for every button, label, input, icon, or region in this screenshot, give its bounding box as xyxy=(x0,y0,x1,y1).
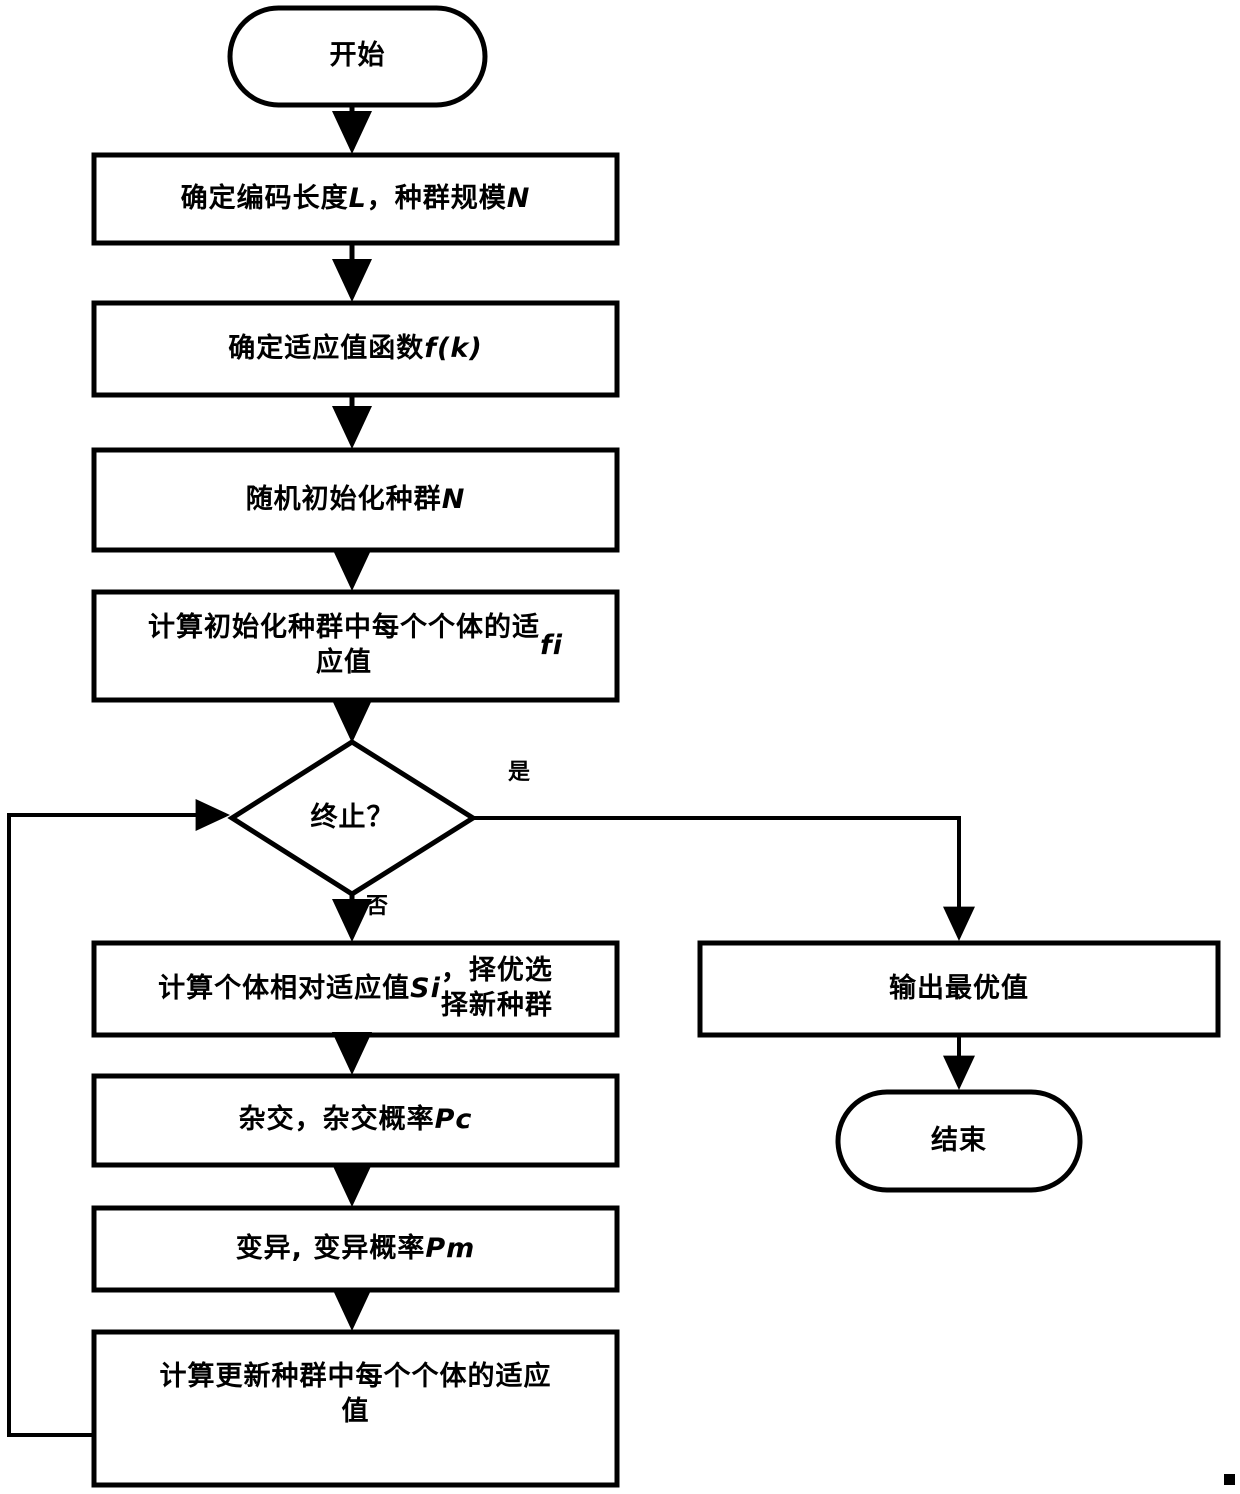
node-end-shape xyxy=(835,1089,1083,1193)
scan-artifact-mark xyxy=(1224,1474,1235,1485)
edge-label-yes: 是 xyxy=(508,760,531,785)
node-output-shape xyxy=(697,940,1221,1038)
node-mutation-shape xyxy=(91,1205,620,1293)
node-initpop-shape xyxy=(91,447,620,553)
node-fitnessfunc-shape xyxy=(91,300,620,398)
edge-label-no: 否 xyxy=(366,894,389,919)
node-calcinitfit-shape xyxy=(91,589,620,703)
node-select-shape xyxy=(91,940,620,1038)
node-terminate-shape xyxy=(227,739,478,897)
node-calcnewfit-shape xyxy=(91,1329,620,1488)
edge-terminate-to-output xyxy=(473,816,975,942)
node-params-shape xyxy=(91,152,620,246)
node-crossover-shape xyxy=(91,1073,620,1168)
edge-calcnewfit-to-terminate xyxy=(7,799,231,1437)
node-start-shape xyxy=(227,5,488,108)
